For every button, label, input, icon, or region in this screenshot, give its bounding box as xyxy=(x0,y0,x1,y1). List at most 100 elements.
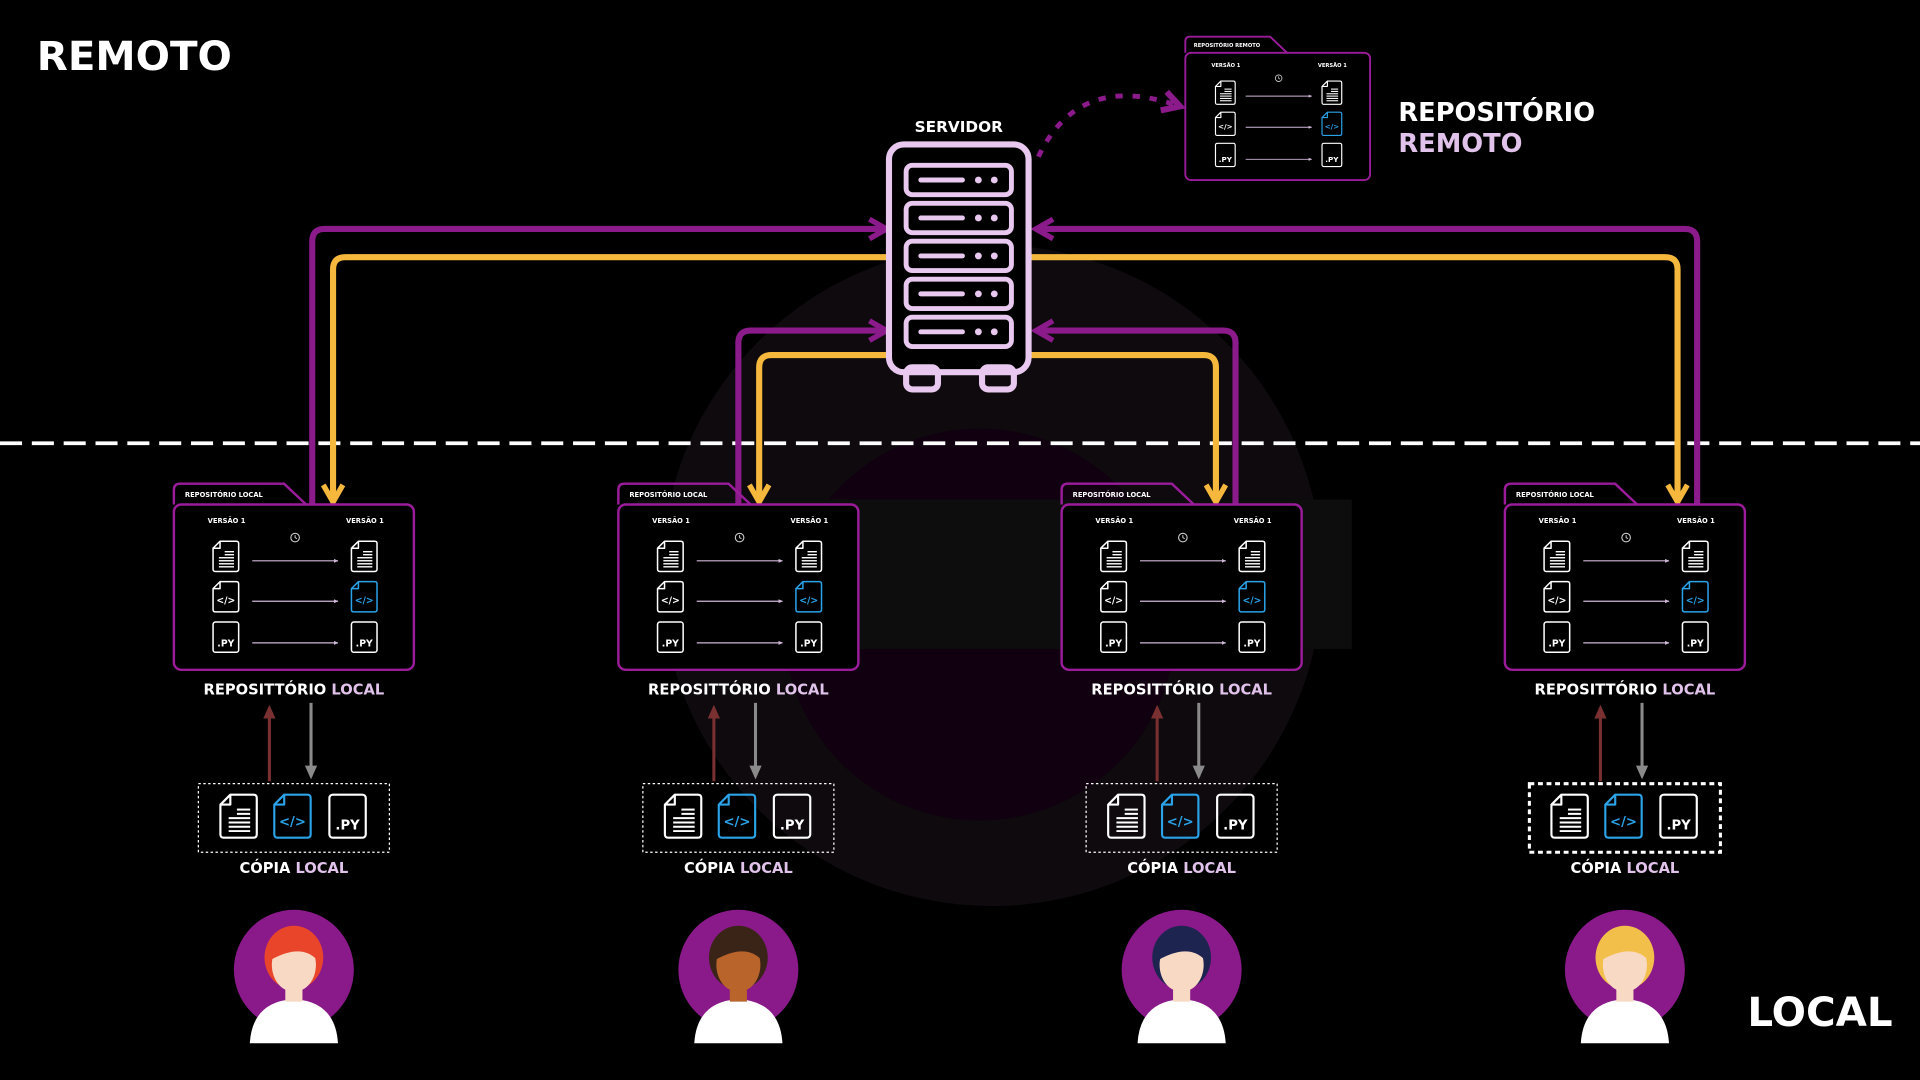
svg-text:</>: </> xyxy=(216,596,235,607)
doc-file-icon xyxy=(350,540,378,573)
pull-line-3 xyxy=(1031,352,1216,499)
sync-lines xyxy=(309,229,1701,505)
code-file-icon: </> xyxy=(1214,111,1236,137)
developer-avatar xyxy=(1121,909,1242,1044)
server-rack-unit xyxy=(903,162,1014,198)
version-label-right: VERSÃO 1 xyxy=(1318,62,1347,69)
py-file-icon: .PY xyxy=(1238,621,1266,654)
repo-box xyxy=(617,503,860,672)
pull-line-2 xyxy=(759,352,888,499)
pull-line-4 xyxy=(1031,254,1678,499)
svg-text:</>: </> xyxy=(723,815,750,830)
repo-tab xyxy=(1503,482,1638,506)
push-line-2 xyxy=(735,331,884,505)
version-label-right: VERSÃO 1 xyxy=(1677,516,1715,525)
server-rack-unit xyxy=(903,276,1014,312)
clock-icon xyxy=(290,532,300,543)
server-rack-unit xyxy=(903,314,1014,349)
code-file-icon: </> xyxy=(273,793,312,839)
version-label-left: VERSÃO 1 xyxy=(208,516,246,525)
push-line-3 xyxy=(1038,331,1239,505)
svg-text:.PY: .PY xyxy=(780,818,805,833)
svg-text:</>: </> xyxy=(799,596,818,607)
server-label: SERVIDOR xyxy=(915,118,1003,136)
local-copy-box xyxy=(1085,783,1278,853)
local-repo-label: REPOSITTÓRIO LOCAL xyxy=(1091,680,1272,698)
version-label-right: VERSÃO 1 xyxy=(1234,516,1272,525)
doc-file-icon xyxy=(219,793,258,839)
local-copy-box xyxy=(1527,782,1722,854)
py-file-icon: .PY xyxy=(328,793,367,839)
version-label-right: VERSÃO 1 xyxy=(791,516,829,525)
repo-box xyxy=(1060,503,1303,672)
developer-avatar xyxy=(1564,909,1685,1044)
svg-text:.PY: .PY xyxy=(335,818,360,833)
code-file-icon: </> xyxy=(212,580,240,613)
local-repo-label: REPOSITTÓRIO LOCAL xyxy=(204,680,385,698)
svg-text:</>: </> xyxy=(1104,596,1123,607)
svg-text:.PY: .PY xyxy=(1223,818,1248,833)
version-label-left: VERSÃO 1 xyxy=(1095,516,1133,525)
local-copy-label: CÓPIA LOCAL xyxy=(684,859,793,877)
doc-file-icon xyxy=(663,793,703,839)
repo-box xyxy=(1184,51,1372,181)
py-file-icon: .PY xyxy=(1543,621,1571,654)
repo-tab xyxy=(617,482,752,506)
local-repo-label: REPOSITTÓRIO LOCAL xyxy=(1535,680,1716,698)
repo-box xyxy=(172,503,416,672)
code-file-icon: </> xyxy=(1160,793,1200,839)
remote-heading: REMOTO xyxy=(37,32,232,80)
code-file-icon: </> xyxy=(1100,580,1128,613)
local-repo-label: REPOSITTÓRIO LOCAL xyxy=(648,680,829,698)
repo-tab-label: REPOSITÓRIO LOCAL xyxy=(1516,490,1595,499)
server-rack-unit xyxy=(903,200,1014,236)
repo-tab-label: REPOSITÓRIO LOCAL xyxy=(185,490,264,499)
local-copy-label: CÓPIA LOCAL xyxy=(239,859,348,877)
code-file-icon: </> xyxy=(717,793,757,839)
py-file-icon: .PY xyxy=(656,621,684,654)
doc-file-icon xyxy=(656,540,684,573)
svg-text:.PY: .PY xyxy=(1219,155,1233,164)
svg-text:</>: </> xyxy=(1686,596,1705,607)
doc-file-icon xyxy=(1107,793,1146,839)
svg-text:.PY: .PY xyxy=(1548,638,1565,649)
code-file-icon: </> xyxy=(795,580,823,613)
svg-text:</>: </> xyxy=(279,815,306,830)
svg-text:</>: </> xyxy=(661,596,680,607)
py-file-icon: .PY xyxy=(772,793,812,839)
pull-line-1 xyxy=(333,254,888,499)
py-file-icon: .PY xyxy=(350,621,378,654)
repo-box xyxy=(1503,503,1747,672)
server-icon xyxy=(885,141,1032,393)
svg-text:.PY: .PY xyxy=(1105,638,1122,649)
code-file-icon: </> xyxy=(1604,793,1643,839)
local-heading: LOCAL xyxy=(1747,988,1892,1036)
clock-icon xyxy=(1274,74,1283,82)
version-label-left: VERSÃO 1 xyxy=(652,516,690,525)
version-label-right: VERSÃO 1 xyxy=(346,516,384,525)
server: SERVIDOR xyxy=(885,118,1032,393)
doc-file-icon xyxy=(795,540,823,573)
push-line-1 xyxy=(309,229,884,505)
code-file-icon: </> xyxy=(1543,580,1571,613)
svg-text:</>: </> xyxy=(1242,596,1261,607)
local-copy-box xyxy=(642,783,835,853)
developer-avatar xyxy=(233,909,354,1044)
repo-tab-label: REPOSITÓRIO REMOTO xyxy=(1194,42,1261,49)
doc-file-icon xyxy=(212,540,240,573)
svg-text:.PY: .PY xyxy=(1687,638,1704,649)
svg-text:.PY: .PY xyxy=(1666,818,1691,833)
clock-icon xyxy=(1621,532,1631,543)
doc-file-icon xyxy=(1543,540,1571,573)
clock-icon xyxy=(1178,532,1188,543)
local-copy-label: CÓPIA LOCAL xyxy=(1570,859,1679,877)
svg-text:</>: </> xyxy=(1325,122,1340,131)
local-copy-label: CÓPIA LOCAL xyxy=(1127,859,1236,877)
py-file-icon: .PY xyxy=(1659,793,1698,839)
remote-repo-title-line1: REPOSITÓRIO xyxy=(1398,96,1595,128)
code-file-icon: </> xyxy=(656,580,684,613)
